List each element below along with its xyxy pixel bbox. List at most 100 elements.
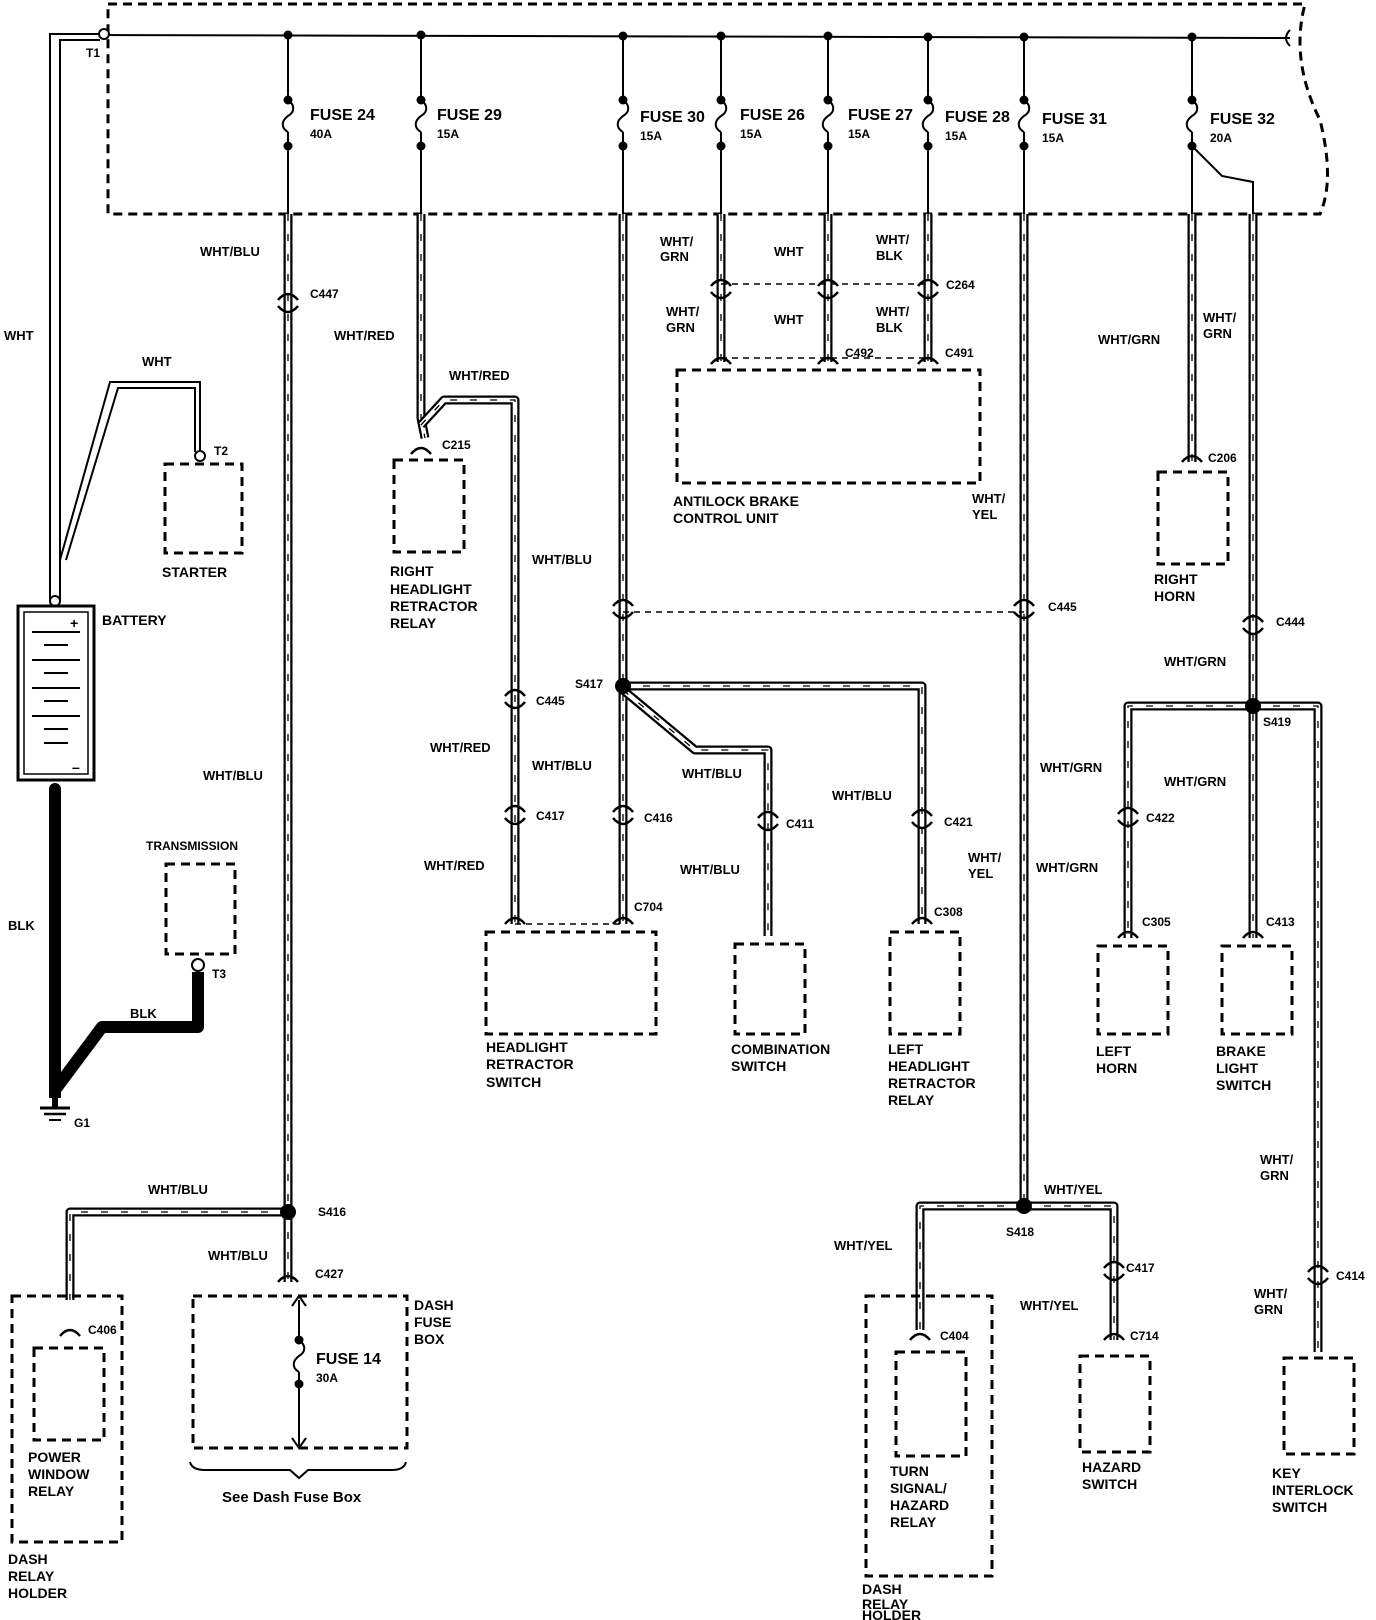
tsr-line2: SIGNAL/ bbox=[890, 1480, 947, 1496]
dfb-line3: BOX bbox=[414, 1331, 445, 1347]
battery-minus: – bbox=[72, 759, 80, 775]
hls-line1: HEADLIGHT bbox=[486, 1039, 568, 1055]
wl-wht-grn-key2: GRN bbox=[1260, 1168, 1289, 1183]
c704-label: C704 bbox=[634, 900, 663, 914]
c416-label: C416 bbox=[644, 811, 673, 825]
wl-wht-grn-f32b: WHT/ bbox=[1203, 310, 1237, 325]
c492-label: C492 bbox=[845, 346, 874, 360]
wl-wht-grn-key3: WHT/ bbox=[1254, 1286, 1288, 1301]
fuse-27-rating: 15A bbox=[848, 127, 870, 141]
drh-right-line3: HOLDER bbox=[862, 1607, 921, 1620]
s417-label: S417 bbox=[575, 677, 603, 691]
power-window-relay-box bbox=[32, 1346, 106, 1442]
fuse-26-rating: 15A bbox=[740, 127, 762, 141]
c406-label: C406 bbox=[88, 1323, 117, 1337]
fuse-32-rating: 20A bbox=[1210, 131, 1232, 145]
see-dash-fuse-box: See Dash Fuse Box bbox=[222, 1489, 362, 1506]
wl-wht-blu-comb: WHT/BLU bbox=[682, 766, 742, 781]
fuse-24-name: FUSE 24 bbox=[310, 107, 375, 124]
wl-wht-grn-key: WHT/ bbox=[1260, 1152, 1294, 1167]
rhr-line4: RELAY bbox=[390, 615, 437, 631]
fuse-24-drop bbox=[281, 30, 295, 214]
wl-wht-f27-top: WHT bbox=[774, 244, 804, 259]
wire-fuse29 bbox=[416, 214, 520, 924]
lh-line2: HORN bbox=[1096, 1060, 1137, 1076]
wl-wht-grn-f26-bot: WHT/ bbox=[666, 304, 700, 319]
fuse-29-rating: 15A bbox=[437, 127, 459, 141]
wl-wht-grn-brake: WHT/GRN bbox=[1164, 774, 1226, 789]
wl-wht-blu-comb2: WHT/BLU bbox=[680, 862, 740, 877]
wl-wht-yel-mid: WHT/ bbox=[968, 850, 1002, 865]
c422-label: C422 bbox=[1146, 811, 1175, 825]
tsr-line3: HAZARD bbox=[890, 1497, 949, 1513]
rhr-line2: HEADLIGHT bbox=[390, 581, 472, 597]
dfb-line2: FUSE bbox=[414, 1314, 451, 1330]
drh-left-line3: HOLDER bbox=[8, 1585, 67, 1601]
dash-relay-holder-left-box bbox=[10, 1294, 124, 1544]
fuse-31-name: FUSE 31 bbox=[1042, 111, 1107, 128]
key-interlock-switch-box bbox=[1282, 1356, 1356, 1456]
c404-label: C404 bbox=[940, 1329, 969, 1343]
wl-wht-blu-c416: WHT/BLU bbox=[532, 758, 592, 773]
wire-label-wht-starter: WHT bbox=[142, 354, 172, 369]
wl-wht-grn-f26-top: WHT/ bbox=[660, 234, 694, 249]
rhr-line1: RIGHT bbox=[390, 563, 434, 579]
connector-labels: C447 C215 C264 C492 C491 C206 C445 C444 … bbox=[88, 278, 1365, 1343]
bus-bar bbox=[99, 34, 1291, 39]
s419-label: S419 bbox=[1263, 715, 1291, 729]
fuse-29-name: FUSE 29 bbox=[437, 107, 502, 124]
fuse-14-rating: 30A bbox=[316, 1371, 338, 1385]
wl-wht-blu-s416-down: WHT/BLU bbox=[208, 1248, 268, 1263]
c308-label: C308 bbox=[934, 905, 963, 919]
tsr-line4: RELAY bbox=[890, 1514, 937, 1530]
fuse-drops bbox=[281, 30, 1254, 214]
c413-label: C413 bbox=[1266, 915, 1295, 929]
lhr-line1: LEFT bbox=[888, 1041, 923, 1057]
fuse-26-name: FUSE 26 bbox=[740, 107, 805, 124]
c714-label: C714 bbox=[1130, 1329, 1159, 1343]
c447-label: C447 bbox=[310, 287, 339, 301]
wire-s416-left bbox=[65, 1207, 288, 1300]
wl-wht-blu-s416-left: WHT/BLU bbox=[148, 1182, 208, 1197]
battery: + – BATTERY bbox=[16, 595, 167, 795]
lhr-line4: RELAY bbox=[888, 1092, 935, 1108]
wl-wht-grn-f32b2: GRN bbox=[1203, 326, 1232, 341]
fuse-32-name: FUSE 32 bbox=[1210, 111, 1275, 128]
starter: STARTER bbox=[162, 462, 244, 580]
rhr-line3: RETRACTOR bbox=[390, 598, 478, 614]
rh-line1: RIGHT bbox=[1154, 571, 1198, 587]
hz-line2: SWITCH bbox=[1082, 1476, 1137, 1492]
wire-label-blk-horiz: BLK bbox=[130, 1006, 157, 1021]
c445-b-label: C445 bbox=[1048, 600, 1077, 614]
wl-wht-yel-s418: WHT/YEL bbox=[1044, 1182, 1103, 1197]
wl-wht-red-f29-branch: WHT/RED bbox=[449, 368, 510, 383]
c305-label: C305 bbox=[1142, 915, 1171, 929]
turn-signal-relay-box bbox=[894, 1350, 968, 1458]
c445-a-label: C445 bbox=[536, 694, 565, 708]
wl-wht-blk-f28-top2: BLK bbox=[876, 248, 903, 263]
wl-wht-red-f29: WHT/RED bbox=[334, 328, 395, 343]
wl-wht-grn-f26-bot2: GRN bbox=[666, 320, 695, 335]
transmission-label: TRANSMISSION bbox=[146, 839, 238, 853]
transmission: TRANSMISSION bbox=[146, 839, 238, 956]
bls-line3: SWITCH bbox=[1216, 1077, 1271, 1093]
right-headlight-relay-box bbox=[392, 458, 466, 554]
abs-unit-box bbox=[675, 368, 982, 485]
c491-label: C491 bbox=[945, 346, 974, 360]
c215-label: C215 bbox=[442, 438, 471, 452]
ki-line1: KEY bbox=[1272, 1465, 1301, 1481]
fuse-14: FUSE 14 30A See Dash Fuse Box bbox=[189, 1294, 407, 1506]
wl-wht-blu-left-relay: WHT/BLU bbox=[832, 788, 892, 803]
wl-wht-yel-mid2: YEL bbox=[968, 866, 993, 881]
s418-label: S418 bbox=[1006, 1225, 1034, 1239]
hz-line1: HAZARD bbox=[1082, 1459, 1141, 1475]
fuse-14-name: FUSE 14 bbox=[316, 1351, 381, 1368]
pwr-line1: POWER bbox=[28, 1449, 81, 1465]
lhr-line3: RETRACTOR bbox=[888, 1075, 976, 1091]
component-labels: RIGHT HEADLIGHT RETRACTOR RELAY ANTILOCK… bbox=[8, 493, 1354, 1620]
c411-label: C411 bbox=[786, 817, 814, 831]
fuse-30-rating: 15A bbox=[640, 129, 662, 143]
c417-a-label: C417 bbox=[536, 809, 565, 823]
rh-line2: HORN bbox=[1154, 588, 1195, 604]
